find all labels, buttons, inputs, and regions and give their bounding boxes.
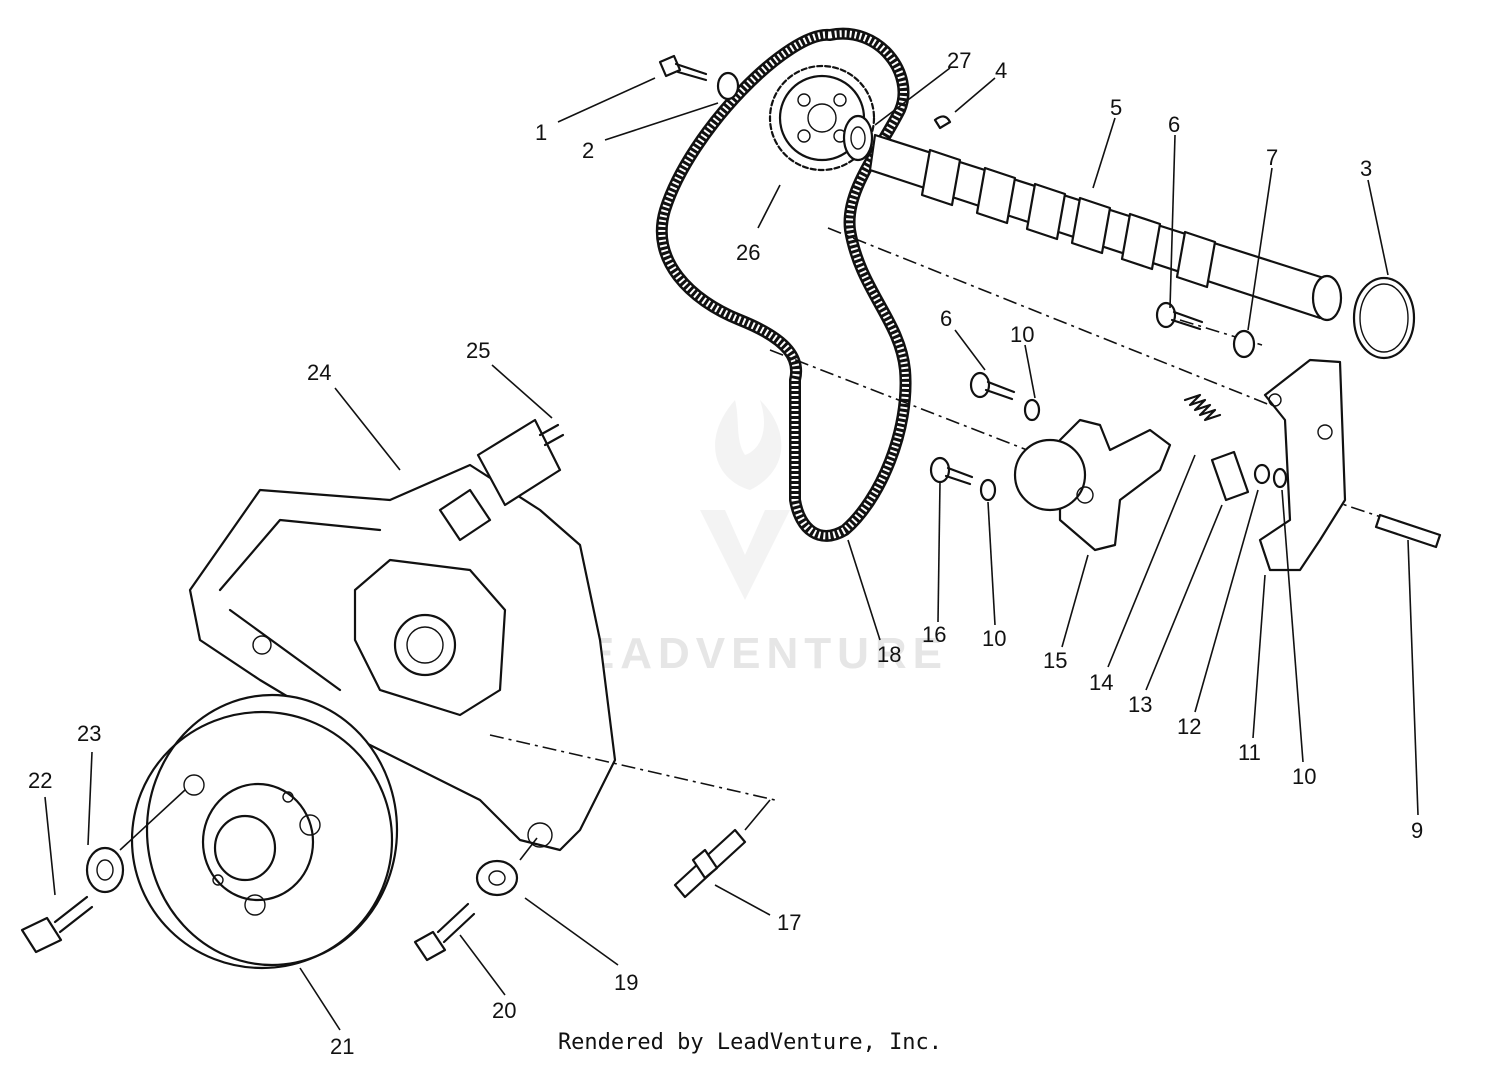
crankshaft-pulley [130,693,399,970]
nut-12 [1253,463,1271,485]
stud-9 [1374,513,1442,549]
label-15: 15 [1043,648,1067,673]
label-18: 18 [877,642,901,667]
label-24: 24 [307,360,331,385]
label-21: 21 [330,1034,354,1059]
render-credit-text: Rendered by LeadVenture, Inc. [557,1030,943,1055]
o-ring [1352,276,1416,360]
label-25: 25 [466,338,490,363]
bolt-16 [929,456,974,486]
label-10-upper: 10 [1010,322,1034,347]
sprocket-bolt [658,54,708,82]
woodruff-key [933,115,952,130]
label-3: 3 [1360,156,1372,181]
watermark-text: LEADVENTURE [552,629,948,678]
leader-lines [44,67,1419,1031]
watermark-logo [700,400,790,600]
label-22: 22 [28,768,52,793]
label-9: 9 [1411,818,1423,843]
label-26: 26 [736,240,760,265]
tensioner-plunger [1210,450,1250,502]
belt-tensioner [1013,418,1172,552]
part-number-labels: 1 2 27 4 5 6 7 3 26 6 10 25 24 16 10 15 … [28,48,1423,1059]
label-1: 1 [535,120,547,145]
bolt-20 [413,902,476,962]
tensioner-bracket [1258,358,1347,572]
camshaft-seal [842,114,874,162]
washer-7 [1232,329,1256,359]
label-27: 27 [947,48,971,73]
label-7: 7 [1266,145,1278,170]
label-10-lower: 10 [1292,764,1316,789]
pulley-bolt [20,895,94,954]
bolt-lower [969,371,1016,401]
label-13: 13 [1128,692,1152,717]
washer-10-c [1272,467,1288,489]
label-6-upper: 6 [1168,112,1180,137]
label-17: 17 [777,910,801,935]
label-5: 5 [1110,95,1122,120]
label-14: 14 [1089,670,1113,695]
label-16: 16 [922,622,946,647]
water-pump-housing [188,463,617,852]
sprocket-washer [716,71,740,101]
pulley-washer [85,846,125,894]
label-23: 23 [77,721,101,746]
label-4: 4 [995,58,1007,83]
camshaft [868,133,1343,322]
label-2: 2 [582,138,594,163]
washer-10-b [979,478,997,502]
label-6-lower: 6 [940,306,952,331]
label-12: 12 [1177,714,1201,739]
washer-10-a [1023,398,1041,422]
label-10-middle: 10 [982,626,1006,651]
bolt-upper [1155,301,1204,331]
label-20: 20 [492,998,516,1023]
stud-17 [673,828,747,899]
washer-19 [475,859,519,897]
render-credit: Rendered by LeadVenture, Inc. [0,1030,1500,1055]
label-19: 19 [614,970,638,995]
label-11: 11 [1238,740,1261,765]
temperature-sender [438,418,565,542]
tensioner-spring [1183,393,1222,422]
